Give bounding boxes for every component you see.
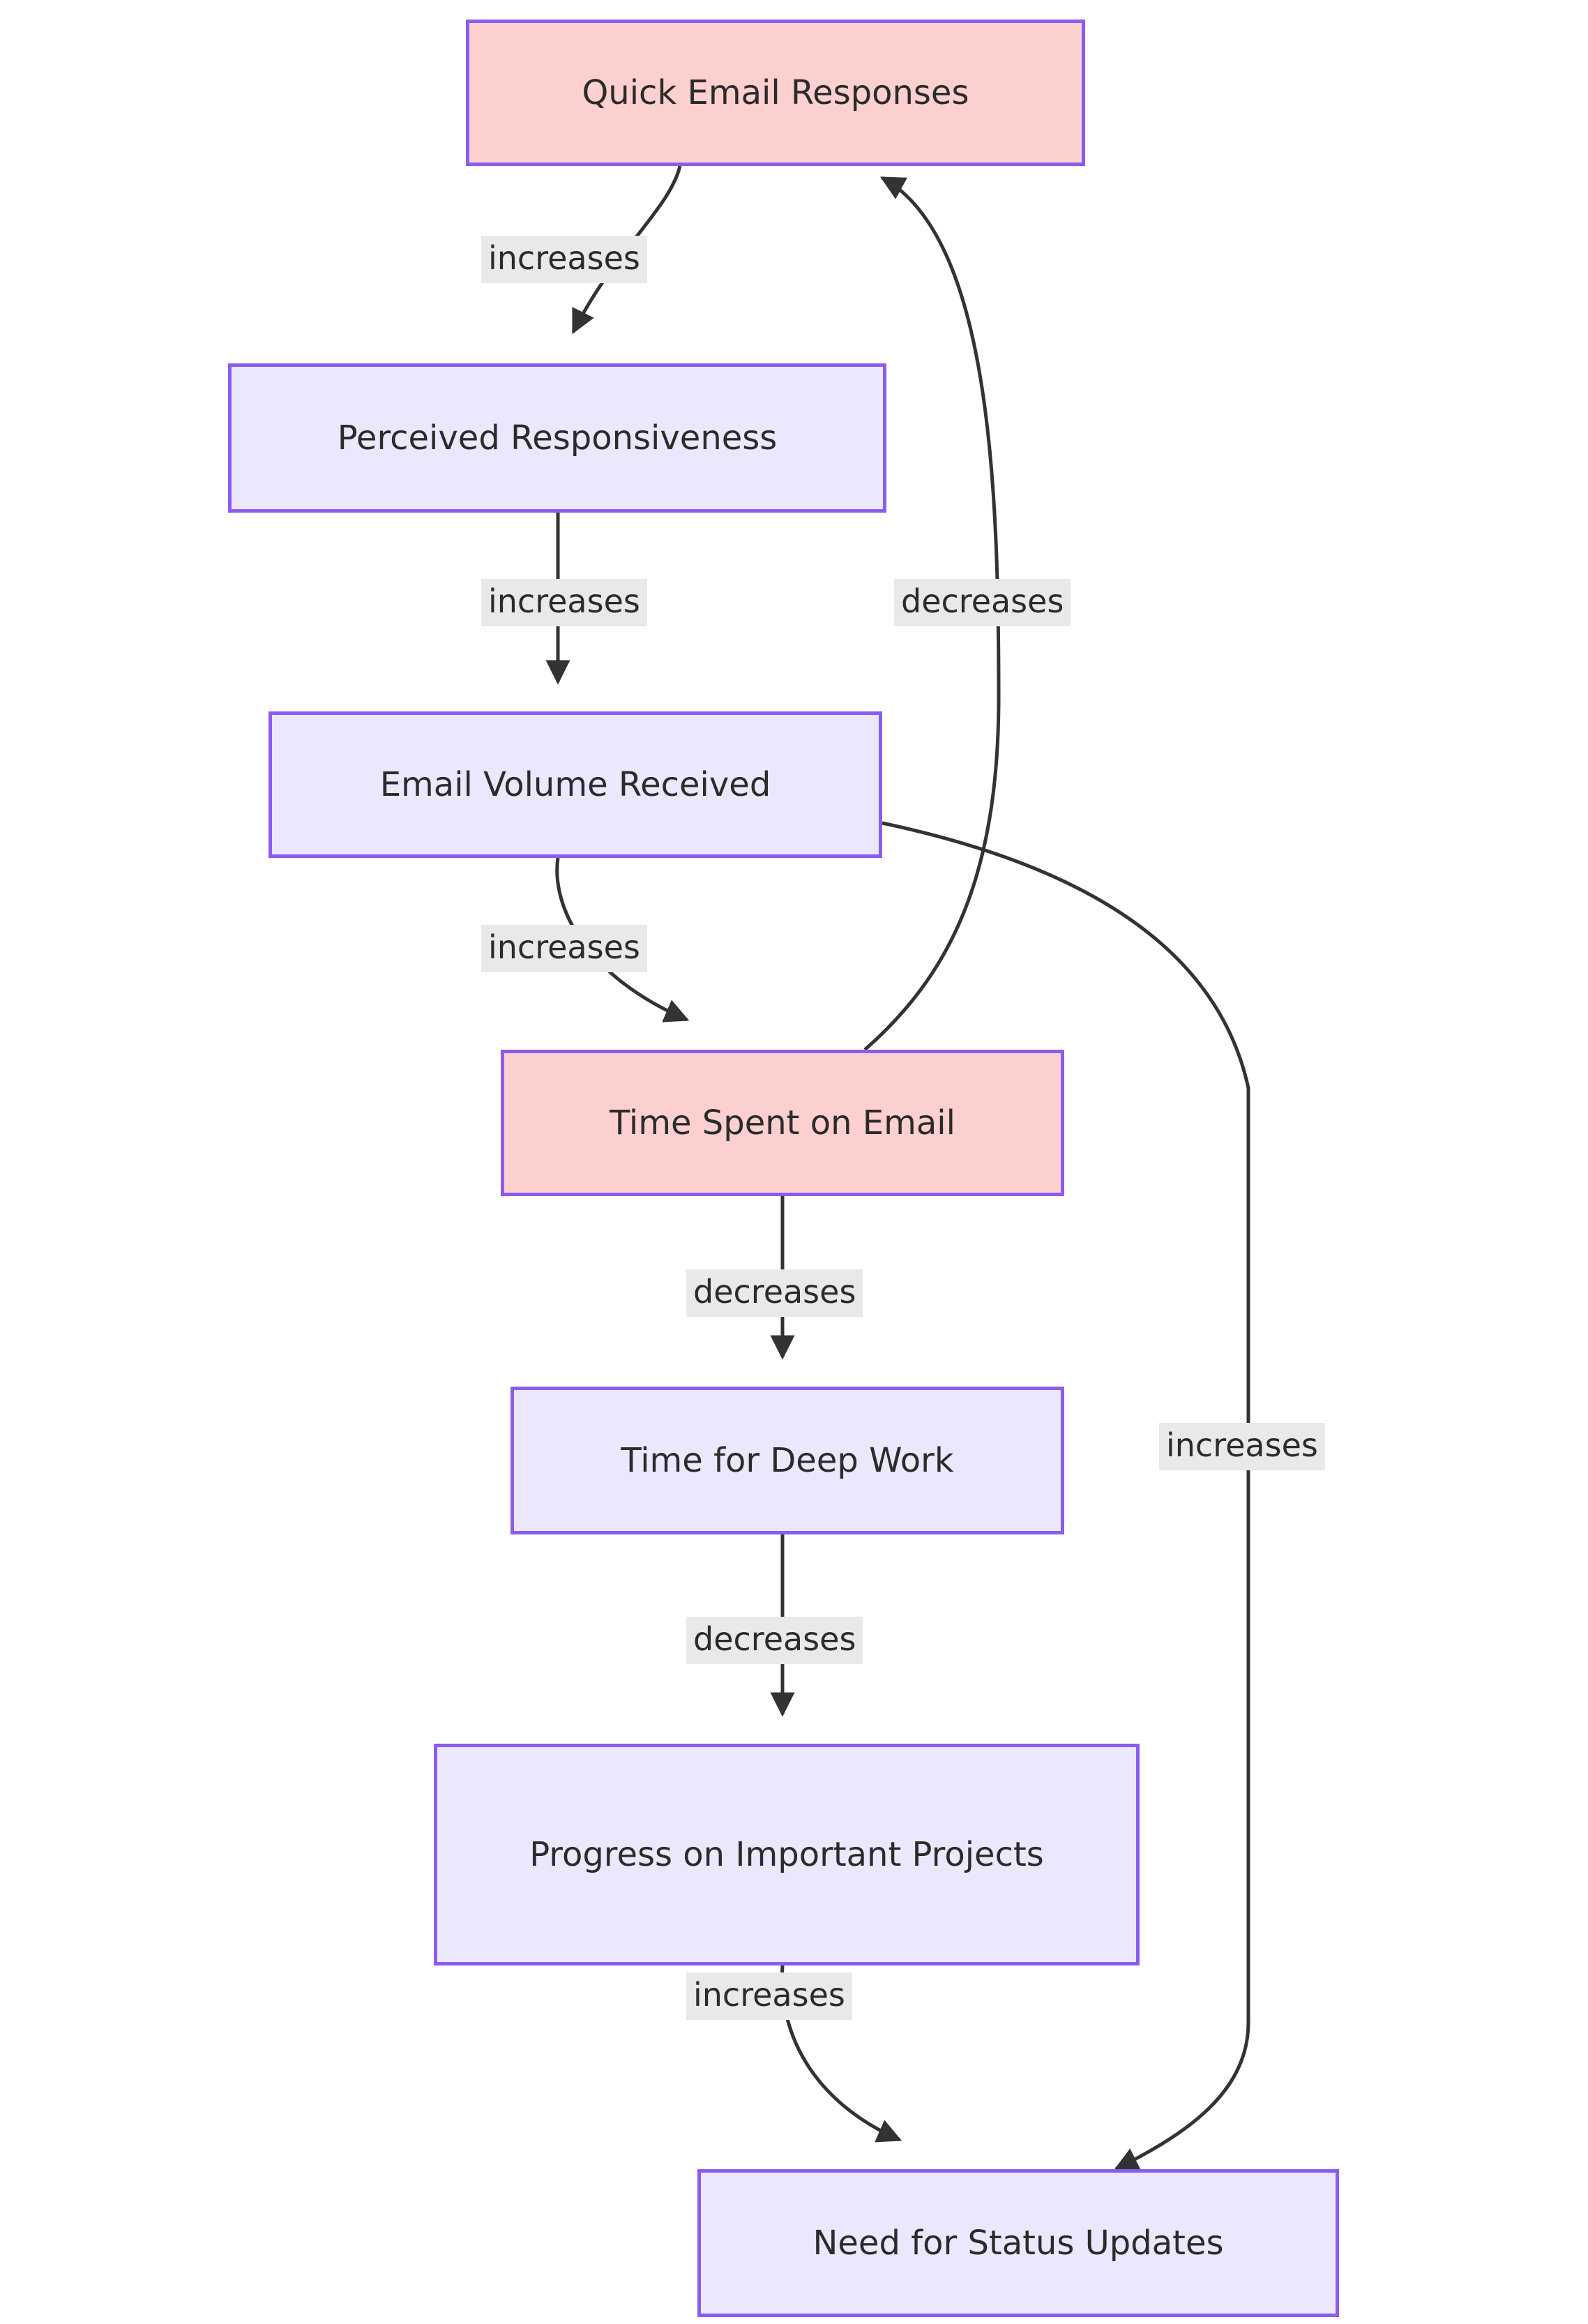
edge-label-e2: increases <box>481 579 647 626</box>
node-label: Email Volume Received <box>379 764 771 804</box>
edge-label-e1: increases <box>481 236 647 283</box>
node-label: Quick Email Responses <box>582 73 969 112</box>
node-label: Need for Status Updates <box>812 2223 1224 2263</box>
node-email-volume-received[interactable]: Email Volume Received <box>269 711 882 858</box>
edge-need-for-status-updates-to-email-volume-received <box>882 821 1250 2171</box>
node-time-for-deep-work[interactable]: Time for Deep Work <box>511 1387 1064 1534</box>
edge-label-e3: increases <box>481 925 647 972</box>
node-need-for-status-updates[interactable]: Need for Status Updates <box>697 2169 1339 2317</box>
edge-label-e5: decreases <box>686 1269 863 1317</box>
edge-quick-email-responses-to-perceived-responsiveness <box>571 165 682 335</box>
edge-time-spent-on-email-to-quick-email-responses <box>863 176 1001 1051</box>
node-label: Time for Deep Work <box>621 1440 954 1480</box>
edge-label-e4: decreases <box>894 579 1071 626</box>
node-time-spent-on-email[interactable]: Time Spent on Email <box>501 1050 1064 1196</box>
node-label: Perceived Responsiveness <box>337 418 778 458</box>
node-perceived-responsiveness[interactable]: Perceived Responsiveness <box>228 363 886 513</box>
node-label: Time Spent on Email <box>610 1103 955 1142</box>
node-progress-on-important-projects[interactable]: Progress on Important Projects <box>434 1744 1140 1965</box>
node-label: Progress on Important Projects <box>529 1834 1044 1874</box>
edge-label-e7: increases <box>686 1972 852 2020</box>
edge-label-e8: increases <box>1159 1423 1325 1470</box>
node-quick-email-responses[interactable]: Quick Email Responses <box>466 20 1085 166</box>
edge-label-e6: decreases <box>686 1617 863 1664</box>
